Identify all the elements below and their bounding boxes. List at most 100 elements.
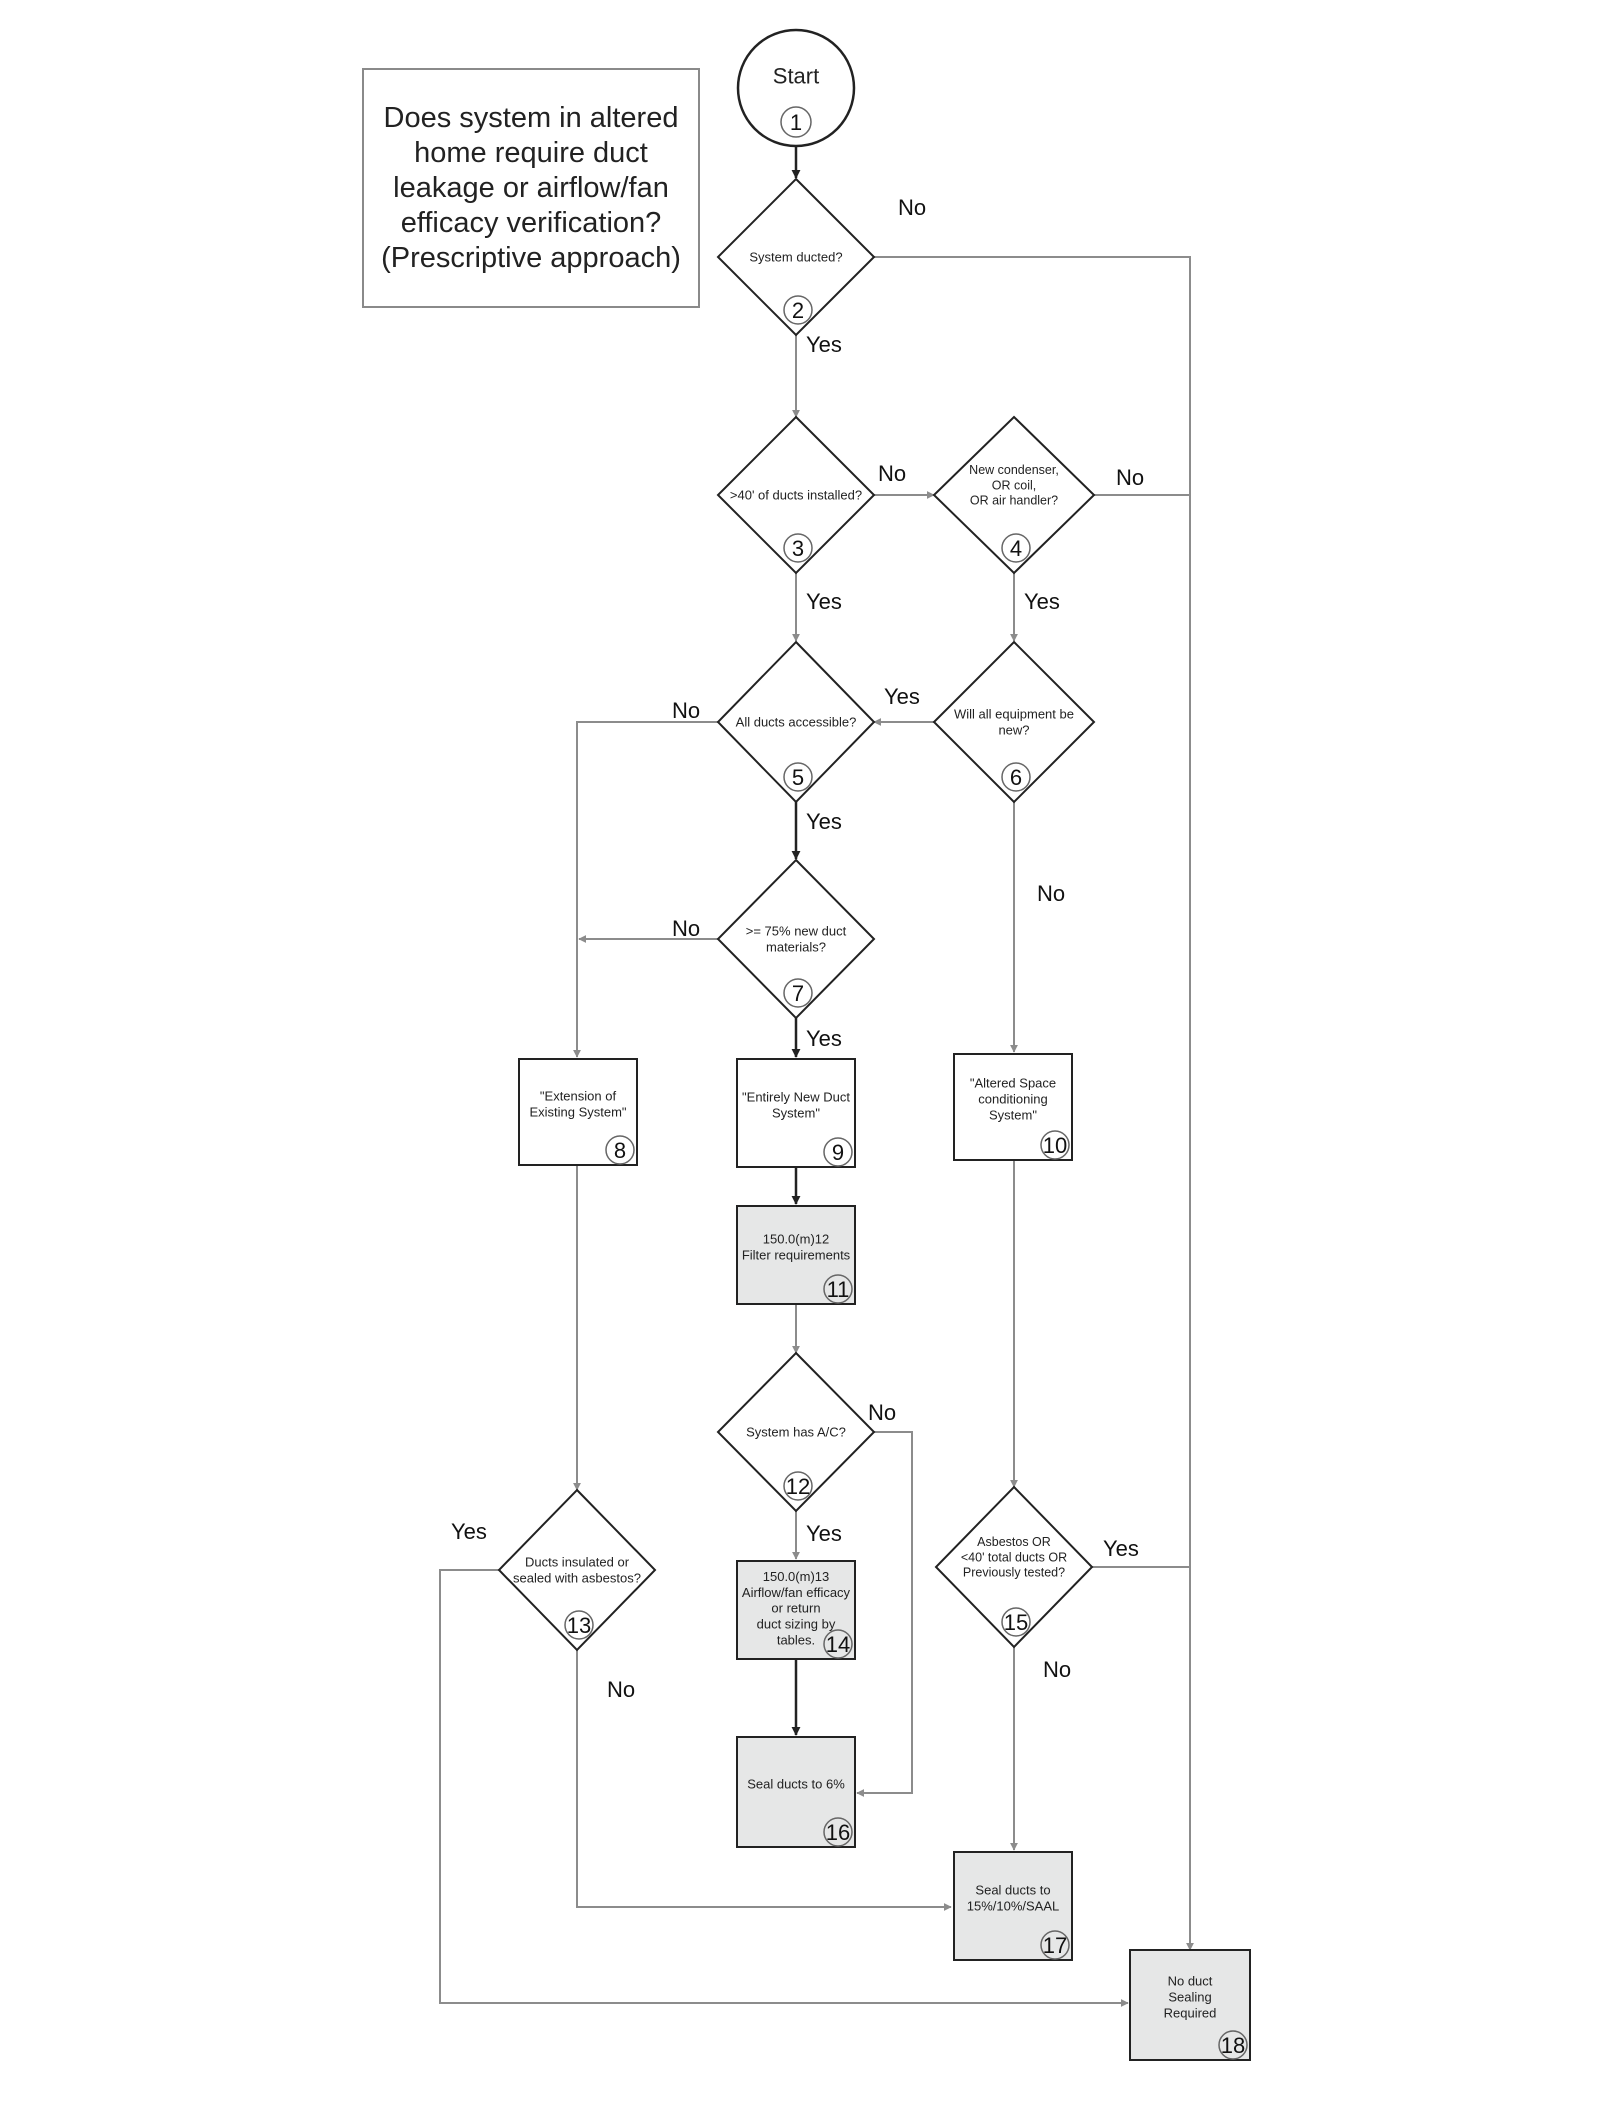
edge-13-yes (439, 1569, 1129, 2007)
edge-label-15-no: No (1043, 1657, 1071, 1682)
node-text: System" (989, 1107, 1037, 1122)
node-number-badge (564, 1610, 594, 1640)
node-number-badge (1001, 762, 1031, 792)
node-number: 12 (786, 1474, 810, 1499)
node-shape (716, 858, 876, 1020)
title-box: Does system in altered home require duct… (362, 68, 700, 308)
node-text: Seal ducts to (975, 1883, 1050, 1898)
node-number-badge (783, 1471, 813, 1501)
node-number: 1 (790, 110, 802, 135)
node-text: Airflow/fan efficacy (742, 1585, 851, 1600)
node-shape (953, 1851, 1073, 1961)
node-text: >= 75% new duct (746, 924, 847, 939)
node-number: 8 (614, 1138, 626, 1163)
node-text: "Extension of (540, 1089, 617, 1104)
node-number: 3 (792, 536, 804, 561)
node-text: System" (772, 1105, 820, 1120)
node-text: "Altered Space (970, 1076, 1056, 1091)
edge-label-7-yes: Yes (806, 1026, 842, 1051)
node-shape (736, 1736, 856, 1848)
node-text: Seal ducts to 6% (747, 1777, 845, 1792)
node-number: 10 (1043, 1133, 1067, 1158)
node-text: Existing System" (529, 1104, 626, 1119)
edge-label-3-no: No (878, 461, 906, 486)
node-shape (736, 1560, 856, 1660)
node-text: Sealing (1168, 1990, 1211, 2005)
node-number: 14 (826, 1632, 850, 1657)
node-1: Start 1 (736, 28, 856, 148)
edge-2-no (874, 256, 1194, 1951)
node-text: 150.0(m)12 (763, 1232, 829, 1247)
node-text: >40' of ducts installed? (730, 488, 862, 503)
node-shape (497, 1488, 657, 1652)
node-number: 11 (827, 1277, 850, 1302)
node-text: New condenser, (969, 463, 1059, 477)
node-number-badge (783, 978, 813, 1008)
edge-label-4-yes: Yes (1024, 589, 1060, 614)
node-12: System has A/C?12 (716, 1351, 876, 1513)
node-text: Start (773, 64, 819, 89)
node-shape (932, 415, 1096, 575)
node-number: 13 (567, 1613, 591, 1638)
node-text: materials? (766, 939, 826, 954)
node-shape (716, 640, 876, 804)
edge-label-2-yes: Yes (806, 332, 842, 357)
node-number: 7 (792, 981, 804, 1006)
node-number-badge (783, 533, 813, 563)
node-number-badge (1218, 2030, 1248, 2060)
node-number-badge (823, 1274, 853, 1304)
node-15: Asbestos OR<40' total ducts ORPreviously… (934, 1485, 1094, 1649)
node-text: All ducts accessible? (736, 715, 857, 730)
node-16: Seal ducts to 6%16 (736, 1736, 856, 1848)
edge-label-15-yes: Yes (1103, 1536, 1139, 1561)
node-number: 9 (832, 1140, 844, 1165)
node-text: 150.0(m)13 (763, 1569, 829, 1584)
edge-12-no (856, 1431, 913, 1797)
edge-label-13-yes: Yes (451, 1519, 487, 1544)
edge-label-13-no: No (607, 1677, 635, 1702)
node-text: Previously tested? (963, 1566, 1065, 1580)
node-text: sealed with asbestos? (513, 1570, 641, 1585)
node-number-badge (783, 295, 813, 325)
node-text: No duct (1168, 1974, 1213, 1989)
node-number: 2 (792, 298, 804, 323)
node-number-badge (1001, 533, 1031, 563)
node-text: System ducted? (749, 250, 842, 265)
node-shape (518, 1058, 638, 1166)
node-number: 17 (1043, 1933, 1067, 1958)
node-number: 18 (1221, 2033, 1245, 2058)
node-shape (736, 1205, 856, 1305)
node-number: 6 (1010, 765, 1022, 790)
node-shape (716, 415, 876, 575)
node-text: new? (998, 722, 1029, 737)
node-number: 4 (1010, 536, 1022, 561)
node-shape (932, 640, 1096, 804)
node-number: 15 (1004, 1610, 1028, 1635)
node-shape (716, 177, 876, 337)
edge-label-3-yes: Yes (806, 589, 842, 614)
edge-label-5-no: No (672, 698, 700, 723)
node-number-badge (605, 1135, 635, 1165)
node-text: 15%/10%/SAAL (967, 1898, 1060, 1913)
node-3: >40' of ducts installed? 3 (716, 415, 876, 575)
node-shape (953, 1053, 1073, 1161)
edge-label-2-no: No (898, 195, 926, 220)
node-shape (736, 1058, 856, 1168)
node-number-badge (1001, 1607, 1031, 1637)
node-number-badge (1040, 1130, 1070, 1160)
node-text: Ducts insulated or (525, 1555, 630, 1570)
edge-label-12-no: No (868, 1400, 896, 1425)
edge-label-5-yes: Yes (806, 809, 842, 834)
node-text: conditioning (978, 1092, 1047, 1107)
node-shape (736, 28, 856, 148)
node-text: "Entirely New Duct (742, 1090, 850, 1105)
node-2: System ducted? 2 (716, 177, 876, 337)
